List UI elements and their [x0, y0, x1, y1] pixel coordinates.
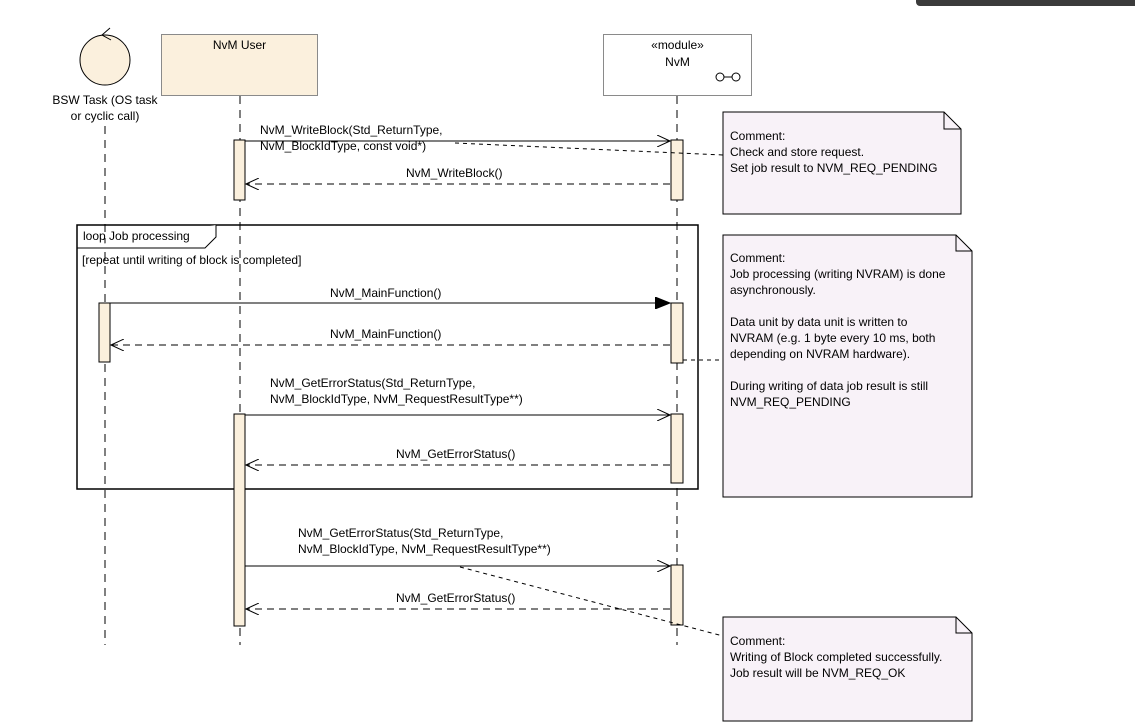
note-2-line-3: asynchronously.: [730, 283, 816, 297]
note-2-line-7: During writing of data job result is sti…: [730, 379, 929, 393]
main-call-label: NvM_MainFunction(): [330, 286, 442, 300]
note-2-line-5: NVRAM (e.g. 1 byte every 10 ms, both: [730, 331, 936, 345]
write-call-label-line1: NvM_WriteBlock(Std_ReturnType,: [260, 123, 443, 137]
window-top-bar: [916, 0, 1135, 6]
component-interface-icon: [715, 72, 741, 82]
activation-nvm-3: [670, 413, 684, 484]
activation-nvm-2: [670, 302, 684, 364]
note-shape-1: [722, 111, 962, 215]
status-call2-label-line2: NvM_BlockIdType, NvM_RequestResultType**…: [298, 542, 551, 556]
note-1-line-3: Set job result to NVM_REQ_PENDING: [730, 161, 938, 175]
activation-nvm-4: [670, 564, 684, 626]
status-call1-label-line2: NvM_BlockIdType, NvM_RequestResultType**…: [270, 392, 523, 406]
activation-task-1: [98, 302, 111, 363]
status-return2-label: NvM_GetErrorStatus(): [396, 591, 516, 605]
task-label-line1: BSW Task (OS task: [52, 93, 158, 107]
note-shape-2: [722, 234, 973, 498]
note-connector-3: [459, 566, 724, 637]
note-shape-3: [722, 616, 973, 722]
task-label-line2: or cyclic call): [70, 109, 140, 123]
activation-user-1: [233, 139, 246, 201]
module-stereotype: «module»: [651, 38, 704, 52]
status-call2-label-line1: NvM_GetErrorStatus(Std_ReturnType,: [298, 526, 504, 540]
note-3-line-2: Writing of Block completed successfully.: [730, 650, 943, 664]
main-return-label: NvM_MainFunction(): [330, 327, 442, 341]
control-task-circle-icon: [79, 27, 131, 86]
loop-fragment: [76, 224, 699, 490]
module-name: NvM: [665, 55, 690, 69]
write-call-label-line2: NvM_BlockIdType, const void*): [260, 139, 427, 153]
participant-nvm-user: NvM User: [161, 34, 318, 96]
activation-user-2: [233, 413, 246, 627]
loop-guard-label: [repeat until writing of block is comple…: [82, 253, 302, 267]
write-return-label: NvM_WriteBlock(): [406, 166, 503, 180]
note-1: Comment: Check and store request. Set jo…: [730, 128, 937, 176]
activation-nvm-1: [670, 139, 684, 201]
note-3-line-1: Comment:: [730, 634, 786, 648]
note-1-line-2: Check and store request.: [730, 145, 865, 159]
note-2-line-1: Comment:: [730, 251, 786, 265]
status-return1-label: NvM_GetErrorStatus(): [396, 447, 516, 461]
note-2: Comment: Job processing (writing NVRAM) …: [730, 250, 945, 410]
note-2-line-2: Job processing (writing NVRAM) is done: [730, 267, 946, 281]
note-1-line-1: Comment:: [730, 129, 786, 143]
note-2-line-6: depending on NVRAM hardware).: [730, 347, 911, 361]
participant-nvm-user-label: NvM User: [212, 38, 267, 52]
note-2-line-8: NVM_REQ_PENDING: [730, 395, 851, 409]
note-3: Comment: Writing of Block completed succ…: [730, 633, 942, 681]
status-call1-label-line1: NvM_GetErrorStatus(Std_ReturnType,: [270, 376, 476, 390]
participant-nvm-module: «module» NvM: [603, 34, 752, 96]
note-2-line-4: Data unit by data unit is written to: [730, 315, 908, 329]
loop-tag-label: loop Job processing: [83, 229, 190, 243]
note-3-line-3: Job result will be NVM_REQ_OK: [730, 666, 906, 680]
